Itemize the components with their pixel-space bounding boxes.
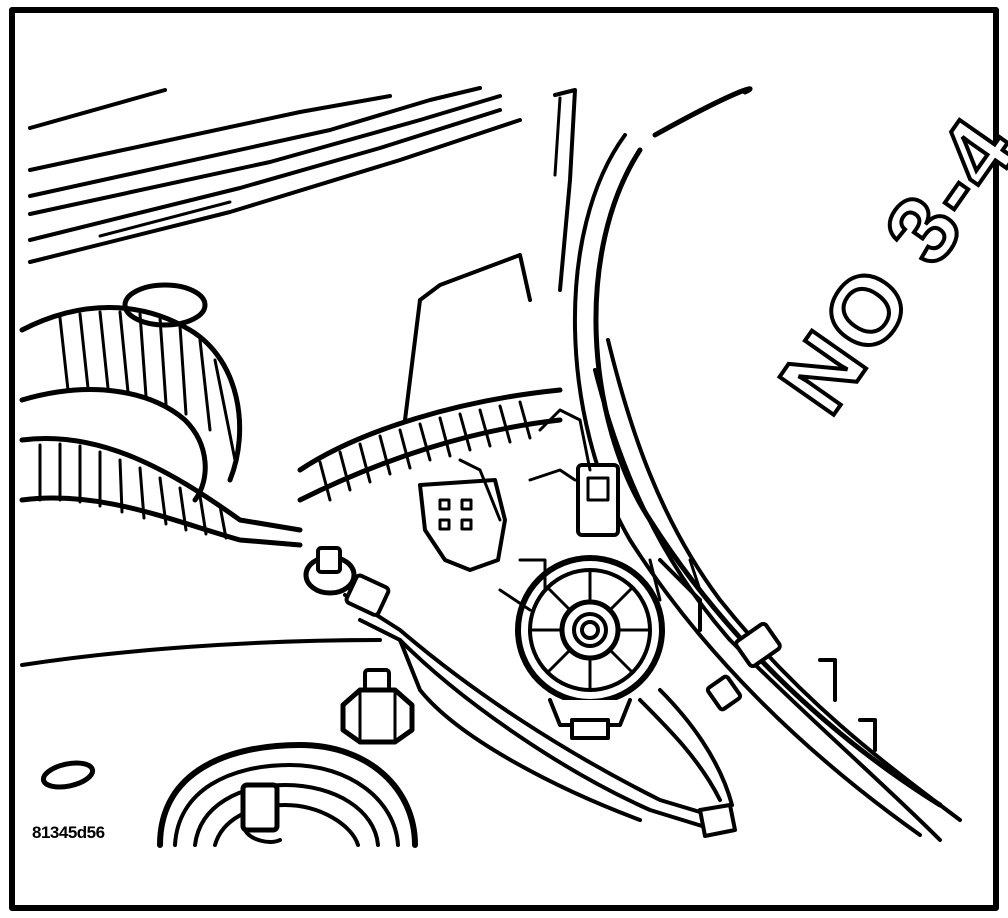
bracket-hole <box>438 518 451 531</box>
terminal-stud <box>303 546 391 617</box>
bracket-hole <box>460 498 473 511</box>
bracket-hole <box>438 498 451 511</box>
detail-strokes <box>458 458 702 612</box>
sensor-housing <box>515 555 665 740</box>
mounting-bracket <box>418 478 507 572</box>
strut-mount <box>157 742 418 848</box>
wiring-harness <box>19 282 563 548</box>
bracket-hole <box>460 518 473 531</box>
hex-bolt <box>340 668 415 745</box>
embossed-label: NO 3-4 <box>760 98 1008 432</box>
figure-id-label: 81345d56 <box>32 823 105 842</box>
panel-lines <box>403 88 577 422</box>
embossed-cover-text: NO 3-4 <box>758 96 1008 434</box>
hood-lines <box>28 86 522 264</box>
hose-clamp-bolt <box>705 621 782 712</box>
drain-hole <box>40 760 96 790</box>
figure-frame <box>9 7 999 911</box>
ground-cable <box>343 593 737 838</box>
electrical-connector <box>528 408 620 537</box>
engine-cover <box>573 86 962 842</box>
lower-panel-edge <box>20 638 382 667</box>
